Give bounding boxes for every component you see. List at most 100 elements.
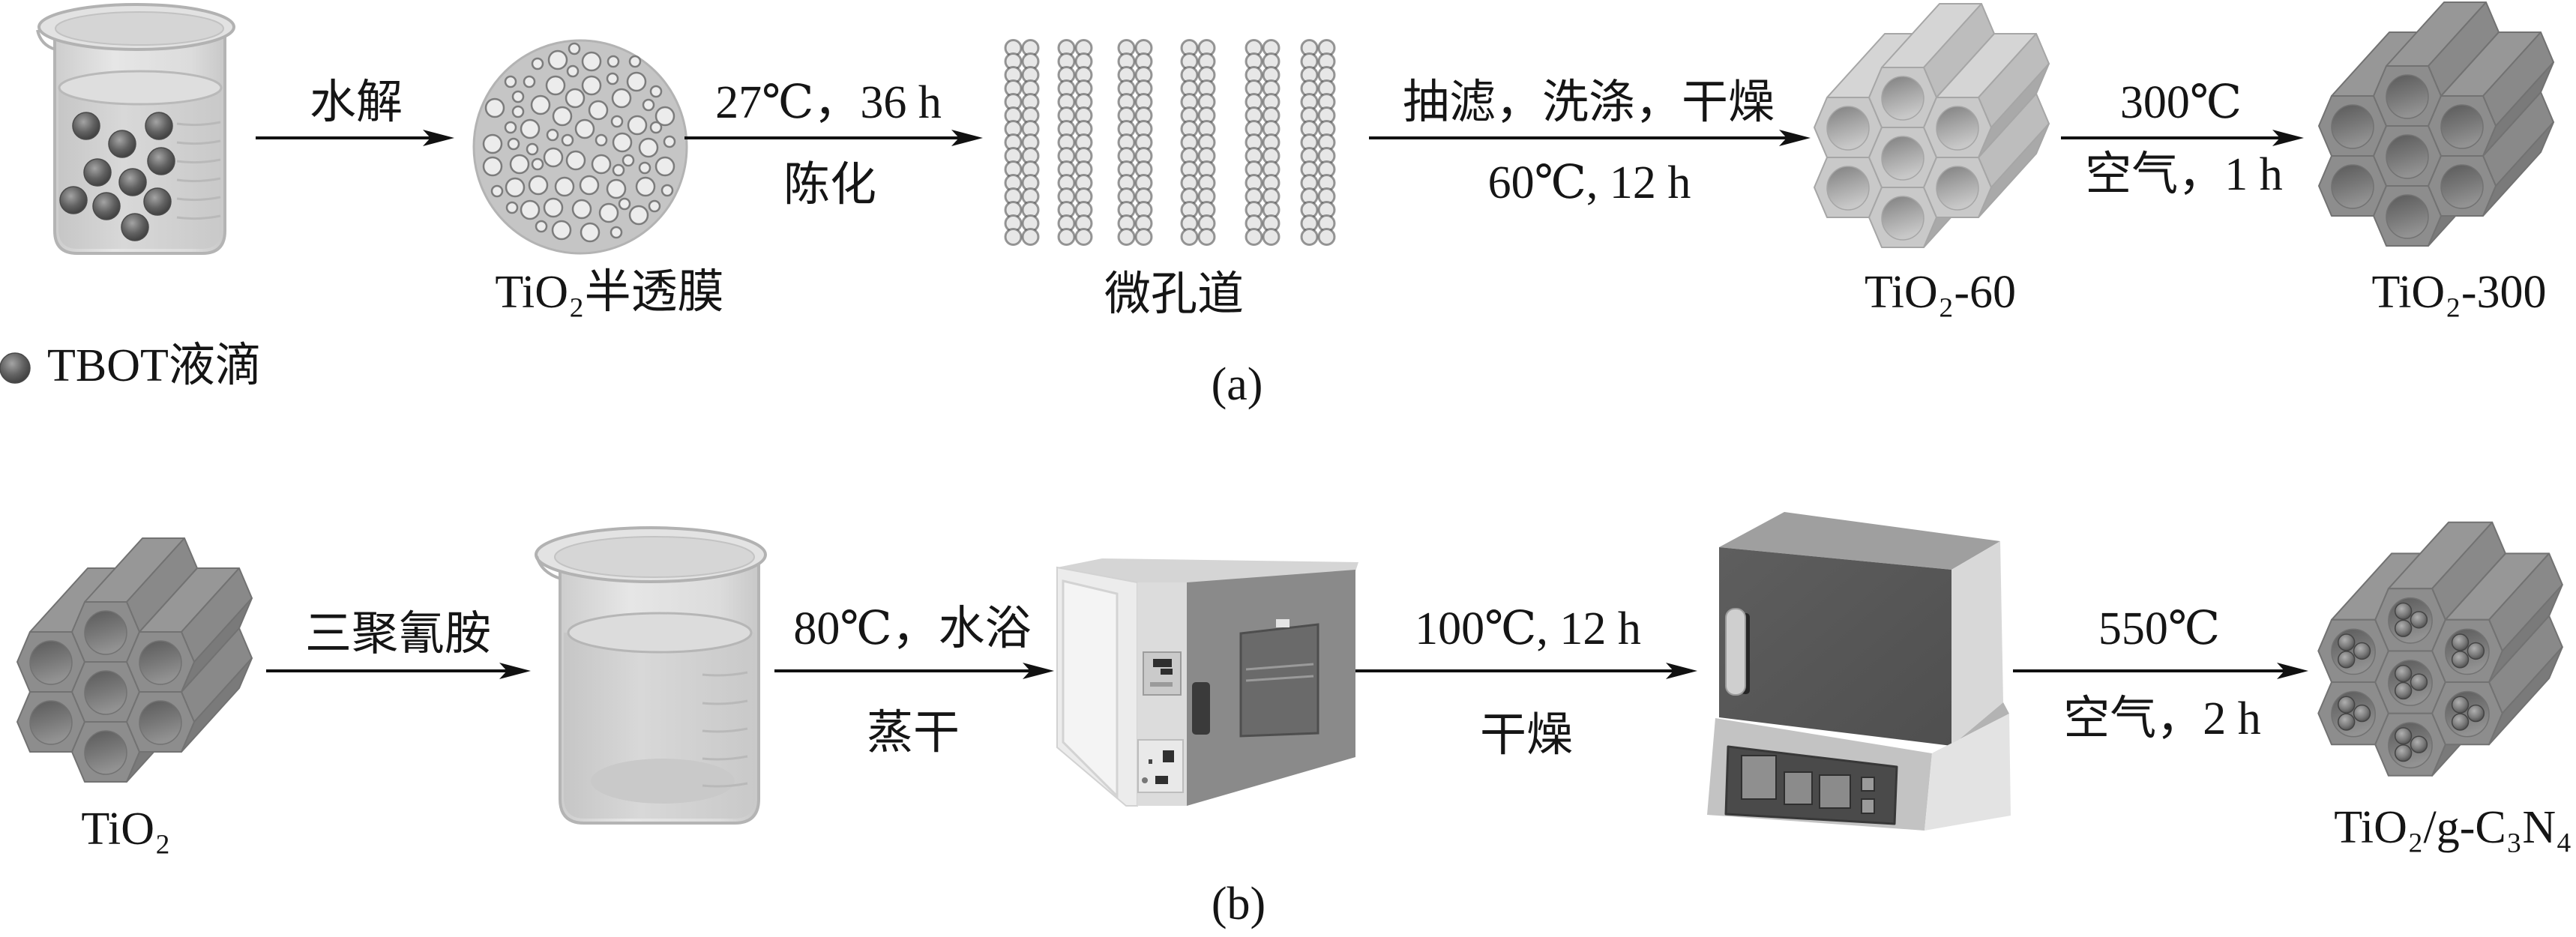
oven-shelf xyxy=(1245,675,1314,682)
membrane-pore xyxy=(628,55,642,68)
membrane-pore xyxy=(581,51,602,72)
channel-particle xyxy=(1057,228,1076,246)
g-c3n4-particle xyxy=(2353,704,2371,723)
calcination-atmosphere-label: 空气，2 h xyxy=(2063,693,2261,744)
membrane-pore xyxy=(545,75,566,96)
arrow-calcination-300 xyxy=(2061,130,2304,146)
caption-a: (a) xyxy=(1212,359,1263,410)
drying-label: 干燥 xyxy=(1480,710,1573,761)
hex-tube xyxy=(126,567,253,693)
membrane-pore xyxy=(638,137,659,158)
tbot-droplet xyxy=(59,186,88,214)
oven-knob xyxy=(1142,777,1148,783)
oven-door-handle xyxy=(1192,682,1210,735)
membrane-pore xyxy=(531,57,544,70)
oven-socket xyxy=(1155,776,1168,784)
water-bath-label: 80℃，水浴 xyxy=(793,603,1031,654)
legend-tbot: TBOT液滴 xyxy=(0,340,262,391)
membrane-pore xyxy=(528,175,549,196)
g-c3n4-particle xyxy=(2353,642,2371,660)
aging-condition-label: 27℃，36 h xyxy=(715,77,942,128)
channel-particle xyxy=(1021,228,1040,246)
hex-tube xyxy=(2428,91,2554,217)
membrane-pore xyxy=(642,98,655,112)
membrane-pore xyxy=(628,205,649,226)
membrane-pore xyxy=(526,142,539,156)
tube-pore xyxy=(84,670,127,715)
tube-pore xyxy=(1881,196,1925,241)
membrane-pore xyxy=(504,75,517,88)
step-hydrolysis-label: 水解 xyxy=(310,77,403,128)
membrane-pore xyxy=(622,154,635,167)
tbot-droplet xyxy=(118,168,147,196)
membrane-pore xyxy=(607,55,620,68)
micro-channel xyxy=(1117,39,1153,246)
oven-window xyxy=(1239,623,1319,738)
g-c3n4-particle xyxy=(2410,611,2428,629)
calcination-temp-label: 550℃ xyxy=(2098,603,2220,654)
membrane-label: TiO₂半透膜 xyxy=(495,267,723,318)
g-c3n4-particle xyxy=(2451,633,2470,651)
tube-pore xyxy=(139,640,182,685)
membrane-pore xyxy=(531,157,544,171)
membrane-pore xyxy=(648,199,661,213)
membrane-pore xyxy=(610,226,623,239)
beaker-spout xyxy=(535,555,562,580)
oven-shelf xyxy=(1245,663,1314,671)
tbot-droplet xyxy=(108,130,136,158)
tio2-membrane xyxy=(472,39,688,255)
membrane-pore xyxy=(588,100,609,121)
g-c3n4-particle xyxy=(2467,704,2485,723)
membrane-pore xyxy=(520,199,541,220)
calcination-temp-label: 300℃ xyxy=(2120,77,2242,128)
oven-indicator xyxy=(1149,759,1152,764)
membrane-pore xyxy=(490,184,504,198)
membrane-pore xyxy=(591,154,612,175)
membrane-pore xyxy=(649,85,663,98)
membrane-pore xyxy=(568,42,581,55)
g-c3n4-particle xyxy=(2338,713,2356,731)
tube-pore xyxy=(1881,76,1925,121)
micro-channels xyxy=(1004,39,1336,246)
melamine-label: 三聚氰胺 xyxy=(305,609,491,660)
membrane-pore xyxy=(626,71,647,92)
tube-pore xyxy=(1936,106,1979,151)
micro-channel xyxy=(1245,39,1281,246)
membrane-pore xyxy=(543,147,564,168)
g-c3n4-particle xyxy=(2394,727,2413,745)
membrane-pore xyxy=(660,184,674,197)
g-c3n4-particle xyxy=(2410,735,2428,753)
g-c3n4-particle xyxy=(2394,744,2413,762)
membrane-pore xyxy=(627,115,648,136)
calcination-atmosphere-label: 空气，1 h xyxy=(2085,149,2283,200)
hex-tube xyxy=(1923,33,2050,158)
g-c3n4-particle xyxy=(2467,642,2485,660)
tube-pore xyxy=(29,700,73,745)
membrane-pore xyxy=(520,118,541,139)
membrane-pore xyxy=(566,64,580,78)
membrane-pore xyxy=(505,201,519,214)
beaker-opening xyxy=(554,536,755,578)
oven-temperature-display xyxy=(1153,659,1172,667)
furnace-handle xyxy=(1725,608,1746,696)
membrane-pore xyxy=(551,220,572,241)
channel-particle xyxy=(1245,228,1263,246)
membrane-pore xyxy=(543,197,564,218)
furnace-top xyxy=(1719,512,2000,570)
membrane-pore xyxy=(511,105,525,118)
oven-switch-panel xyxy=(1137,739,1184,793)
membrane-pore xyxy=(484,97,505,118)
drying-oven xyxy=(1056,558,1358,807)
membrane-pore xyxy=(598,202,619,223)
membrane-pore xyxy=(547,49,568,70)
beaker-with-tbot-droplets xyxy=(36,3,235,255)
arrow-drying xyxy=(1355,663,1697,679)
g-c3n4-particle xyxy=(2451,696,2470,714)
membrane-pore xyxy=(482,133,503,154)
micro-channel xyxy=(1300,39,1336,246)
membrane-pore xyxy=(654,106,675,127)
channel-particle xyxy=(1300,228,1319,246)
g-c3n4-particle xyxy=(2451,713,2470,731)
membrane-pore xyxy=(530,94,551,115)
membrane-pore xyxy=(610,115,624,128)
